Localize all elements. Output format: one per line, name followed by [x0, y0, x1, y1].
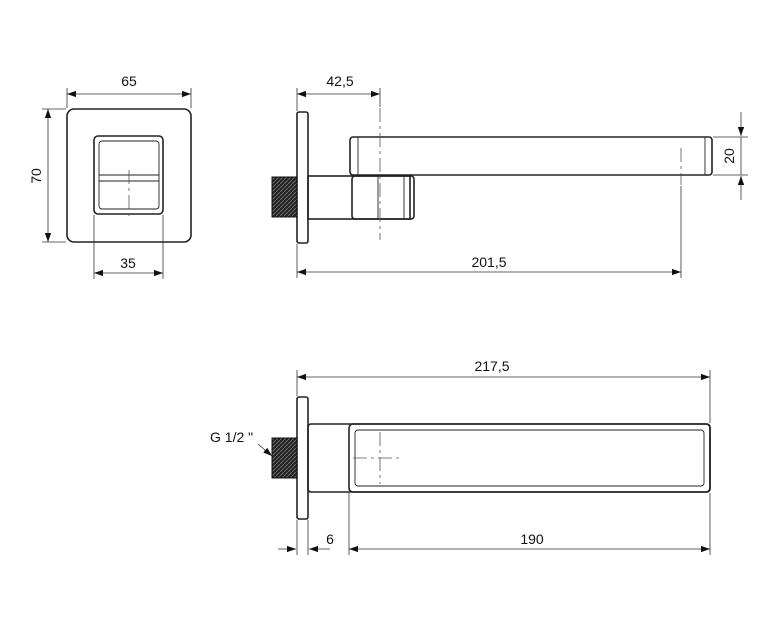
- side-body: [307, 175, 411, 220]
- dim-top-total-length: 217,5: [474, 358, 509, 374]
- side-spout: [349, 136, 713, 176]
- dim-front-height: 70: [28, 168, 44, 184]
- dim-side-offset: 42,5: [326, 73, 353, 89]
- dim-spout-height: 20: [721, 148, 737, 164]
- top-spout-face: [348, 423, 711, 493]
- front-spout-outline: [93, 135, 164, 215]
- front-view: 65 70 35: [28, 73, 192, 279]
- dim-front-width: 65: [121, 73, 137, 89]
- side-body-front: [351, 175, 415, 220]
- dim-top-plate-thickness: 6: [326, 531, 334, 547]
- top-wall-plate: [296, 396, 309, 520]
- side-view: 42,5 201,5 20: [271, 73, 748, 278]
- side-thread: [271, 176, 298, 218]
- thread-label: G 1/2 ": [210, 429, 253, 445]
- top-spout: [307, 423, 711, 493]
- dim-side-length: 201,5: [471, 254, 506, 270]
- top-thread: [271, 437, 298, 479]
- front-plate: [66, 108, 192, 243]
- side-wall-plate: [296, 111, 309, 244]
- dim-front-inner-width: 35: [120, 255, 136, 271]
- top-spout-inner: [354, 429, 705, 487]
- dim-top-spout-length: 190: [520, 531, 544, 547]
- top-view: G 1/2 " 217,5 6 190: [210, 358, 711, 555]
- thread-leader: [257, 443, 273, 457]
